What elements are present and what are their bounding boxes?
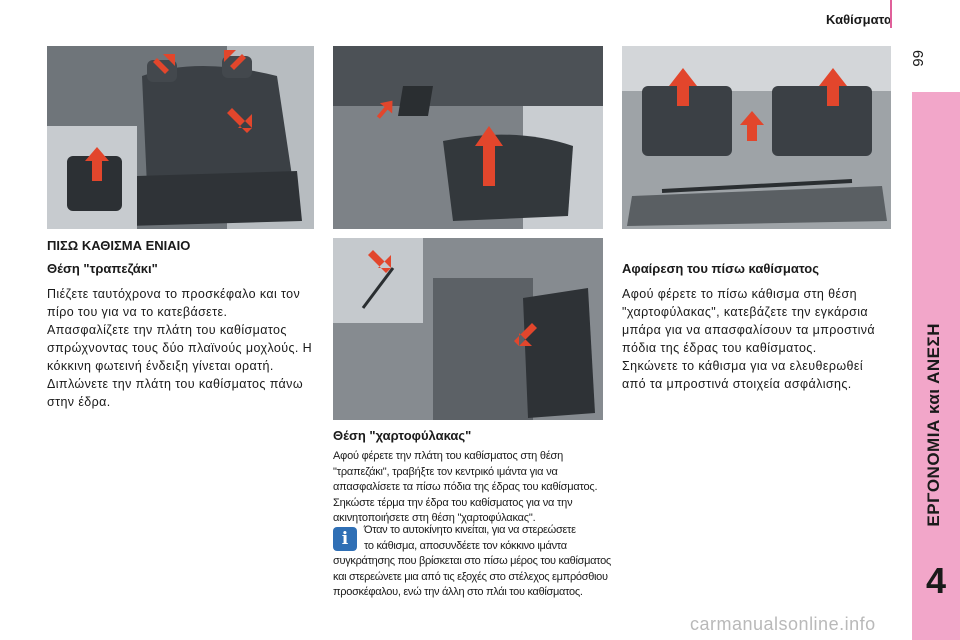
text-line: "χαρτοφύλακας", κατεβάζετε την εγκάρσια [622, 305, 869, 319]
photo-briefcase-position [333, 238, 603, 420]
text-line: ακινητοποιήσετε στη θέση "χαρτοφύλακας". [333, 512, 536, 524]
text-line: Απασφαλίζετε την πλάτη του καθίσματος [47, 323, 287, 337]
chapter-side-tab [912, 92, 960, 640]
chapter-number: 4 [925, 560, 947, 601]
watermark: carmanualsonline.info [690, 614, 876, 634]
text-line: το κάθισμα, αποσυνδέετε τον κόκκινο ιμάν… [364, 539, 567, 552]
text-line: Αφού φέρετε την πλάτη του καθίσματος στη… [333, 450, 564, 462]
left-subheading: Θέση "τραπεζάκι" [47, 261, 158, 276]
right-subheading: Αφαίρεση του πίσω καθίσματος [622, 261, 819, 276]
text-line: Πιέζετε ταυτόχρονα το προσκέφαλο και τον [47, 287, 301, 301]
info-icon: i [333, 527, 357, 551]
info-note-body: συγκράτησης που βρίσκεται στο πίσω μέρος… [333, 554, 611, 601]
text-line: κόκκινη φωτεινή ένδειξη γίνεται ορατή. [47, 359, 274, 373]
seat-photo-icon [333, 46, 603, 229]
text-line: από τα μπροστινά στοιχεία ασφάλισης. [622, 377, 852, 391]
chapter-tab-label-wrap: ΕΡΓΟΝΟΜΙΑ και ΑΝΕΣΗ [914, 290, 954, 560]
text-line: "τραπεζάκι", τραβήξτε τον κεντρικό ιμάντ… [333, 465, 558, 478]
info-note-intro: Όταν το αυτοκίνητο κινείται, για να στερ… [364, 523, 576, 554]
page-header-title: Καθίσματα [826, 12, 892, 27]
text-line: Αφού φέρετε το πίσω κάθισμα στη θέση [622, 287, 857, 301]
seat-photo-icon [333, 238, 603, 420]
left-paragraph: Πιέζετε ταυτόχρονα το προσκέφαλο και τον… [47, 285, 312, 411]
photo-seat-removal [622, 46, 891, 229]
text-line: Σηκώστε τέρμα την έδρα του καθίσματος γι… [333, 496, 573, 509]
middle-subheading: Θέση "χαρτοφύλακας" [333, 428, 472, 443]
text-line: πίρο του για να το κατεβάσετε. [47, 305, 228, 319]
page-number: 99 [910, 50, 927, 67]
text-line: Όταν το αυτοκίνητο κινείται, για να στερ… [364, 524, 576, 536]
text-line: συγκράτησης που βρίσκεται στο πίσω μέρος… [333, 555, 611, 567]
text-line: απασφαλίσετε τα πίσω πόδια της έδρας του… [333, 481, 598, 493]
text-line: μπάρα για να απασφαλίσουν τα μπροστινά [622, 323, 876, 337]
text-line: και στερεώνετε μια από τις εξοχές στο στ… [333, 570, 608, 583]
text-line: Σηκώνετε το κάθισμα για να ελευθερωθεί [622, 359, 863, 373]
text-line: σπρώχνοντας τους δύο πλαϊνούς μοχλούς. Η [47, 341, 313, 355]
seat-photo-icon [622, 46, 891, 229]
text-line: πόδια της έδρας του καθίσματος. [622, 341, 817, 355]
middle-paragraph: Αφού φέρετε την πλάτη του καθίσματος στη… [333, 449, 598, 527]
header-accent-bar [890, 0, 892, 28]
right-paragraph: Αφού φέρετε το πίσω κάθισμα στη θέση "χα… [622, 285, 875, 393]
text-line: προσκέφαλου, ενώ την άλλη στο πλάι του κ… [333, 586, 583, 598]
section-heading: ΠΙΣΩ ΚΑΘΙΣΜΑ ΕΝΙΑΙΟ [47, 238, 191, 253]
seat-photo-icon [47, 46, 314, 229]
chapter-tab-label: ΕΡΓΟΝΟΜΙΑ και ΑΝΕΣΗ [924, 323, 943, 527]
photo-folded-seat-strap [333, 46, 603, 229]
text-line: Διπλώνετε την πλάτη του καθίσματος πάνω [47, 377, 303, 391]
photo-rear-bench-seat [47, 46, 314, 229]
text-line: στην έδρα. [47, 395, 111, 409]
